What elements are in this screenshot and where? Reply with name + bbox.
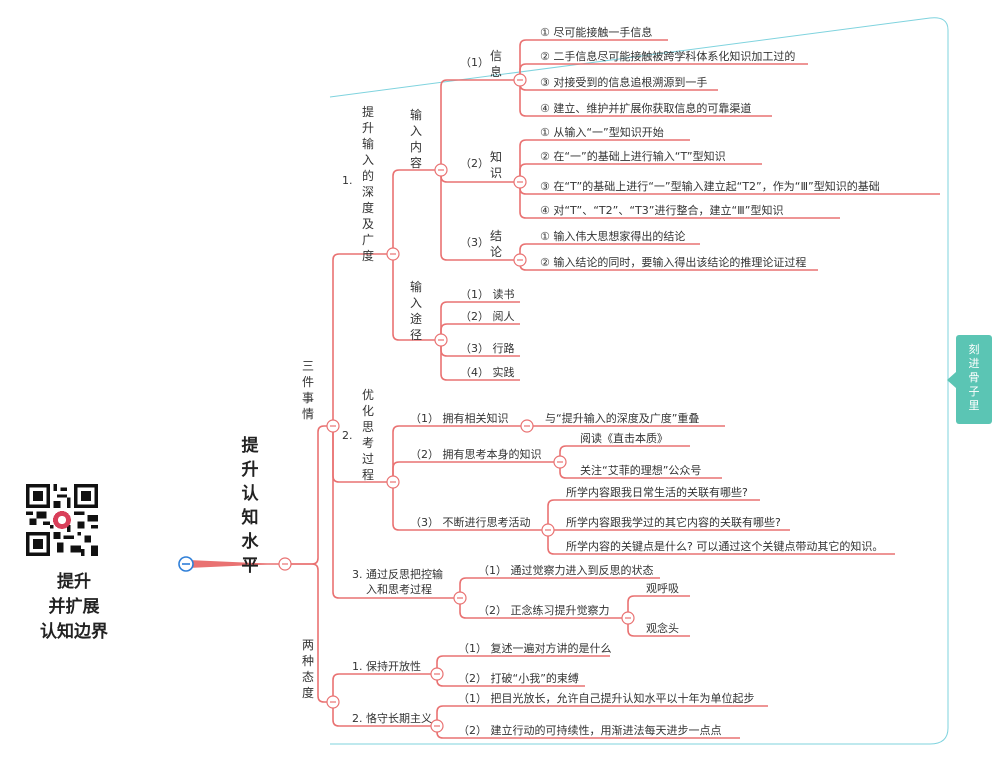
brand-title: 提升 并扩展 认知边界 [8, 570, 140, 645]
leaf-conclusion-2[interactable]: ② 输入结论的同时，要输入得出该结论的推理论证过程 [540, 256, 807, 269]
node-thinking-knowledge[interactable]: （2） 拥有思考本身的知识 [410, 448, 542, 461]
node-optimize-thinking-num: 2. [342, 429, 353, 442]
node-awareness-reflect[interactable]: （1） 通过觉察力进入到反思的状态 [478, 564, 654, 577]
leaf-stay-open-2[interactable]: （2） 打破“小我”的束缚 [458, 672, 579, 685]
node-three-things[interactable]: 三件事情 [301, 359, 314, 421]
leaf-info-2[interactable]: ② 二手信息尽可能接触被跨学科体系化知识加工过的 [540, 50, 796, 63]
leaf-related-knowledge[interactable]: 与“提升输入的深度及广度”重叠 [545, 412, 700, 425]
node-input-depth[interactable]: 提升输入的深度及广度 [361, 105, 374, 263]
brand-line-3: 认知边界 [40, 622, 108, 642]
node-related-knowledge[interactable]: （1） 拥有相关知识 [410, 412, 509, 425]
root-node[interactable]: 提升认知水平 [241, 436, 259, 576]
node-info[interactable]: 信息 [489, 49, 502, 79]
leaf-mindfulness-2[interactable]: 观念头 [646, 622, 679, 635]
leaf-long-term-1[interactable]: （1） 把目光放长，允许自己提升认知水平以十年为单位起步 [458, 692, 755, 705]
node-two-attitudes[interactable]: 两种态度 [301, 638, 314, 700]
node-knowledge[interactable]: 知识 [489, 150, 502, 180]
node-optimize-thinking[interactable]: 优化思考过程 [361, 388, 374, 482]
node-input-content[interactable]: 输入内容 [409, 108, 422, 170]
summary-tag[interactable]: 刻进骨子里 [956, 335, 992, 424]
leaf-thinking-knowledge-2[interactable]: 关注“艾菲的理想”公众号 [580, 464, 702, 477]
node-conclusion[interactable]: 结论 [489, 229, 502, 259]
node-input-depth-num: 1. [342, 174, 353, 187]
leaf-path-2[interactable]: （2） 阅人 [460, 310, 515, 323]
leaf-continuous-thinking-3[interactable]: 所学内容的关键点是什么? 可以通过这个关键点带动其它的知识。 [566, 540, 884, 553]
node-continuous-thinking[interactable]: （3） 不断进行思考活动 [410, 516, 531, 529]
brand-line-2: 并扩展 [48, 597, 100, 617]
leaf-knowledge-1[interactable]: ① 从输入“一”型知识开始 [540, 126, 664, 139]
node-info-num: （1） [460, 56, 489, 69]
node-conclusion-num: （3） [460, 236, 489, 249]
leaf-continuous-thinking-1[interactable]: 所学内容跟我日常生活的关联有哪些? [566, 486, 748, 499]
leaf-path-1[interactable]: （1） 读书 [460, 288, 515, 301]
leaf-path-4[interactable]: （4） 实践 [460, 366, 515, 379]
node-mindfulness[interactable]: （2） 正念练习提升觉察力 [478, 604, 610, 617]
leaf-thinking-knowledge-1[interactable]: 阅读《直击本质》 [580, 432, 668, 445]
node-long-term[interactable]: 2. 恪守长期主义 [352, 712, 432, 725]
leaf-knowledge-2[interactable]: ② 在“一”的基础上进行输入“T”型知识 [540, 150, 726, 163]
leaf-knowledge-3[interactable]: ③ 在“T”的基础上进行“一”型输入建立起“T2”，作为“Ⅲ”型知识的基础 [540, 180, 880, 193]
leaf-stay-open-1[interactable]: （1） 复述一遍对方讲的是什么 [458, 642, 612, 655]
node-reflect-line2[interactable]: 入和思考过程 [366, 583, 432, 596]
leaf-conclusion-1[interactable]: ① 输入伟大思想家得出的结论 [540, 230, 686, 243]
node-knowledge-num: （2） [460, 157, 489, 170]
leaf-mindfulness-1[interactable]: 观呼吸 [646, 582, 679, 595]
leaf-knowledge-4[interactable]: ④ 对“T”、“T2”、“T3”进行整合，建立“Ⅲ”型知识 [540, 204, 784, 217]
leaf-continuous-thinking-2[interactable]: 所学内容跟我学过的其它内容的关联有哪些? [566, 516, 781, 529]
summary-tag-label: 刻进骨子里 [968, 343, 980, 412]
node-stay-open[interactable]: 1. 保持开放性 [352, 660, 421, 673]
leaf-info-3[interactable]: ③ 对接受到的信息追根溯源到一手 [540, 76, 708, 89]
leaf-path-3[interactable]: （3） 行路 [460, 342, 515, 355]
node-input-path[interactable]: 输入途径 [409, 280, 422, 342]
leaf-long-term-2[interactable]: （2） 建立行动的可持续性，用渐进法每天进步一点点 [458, 724, 722, 737]
node-reflect-line1[interactable]: 3. 通过反思把控输 [352, 568, 443, 581]
qr-code-image [26, 484, 98, 556]
leaf-info-1[interactable]: ① 尽可能接触一手信息 [540, 26, 653, 39]
leaf-info-4[interactable]: ④ 建立、维护并扩展你获取信息的可靠渠道 [540, 102, 752, 115]
brand-line-1: 提升 [57, 572, 91, 592]
summary-frame [329, 17, 949, 745]
